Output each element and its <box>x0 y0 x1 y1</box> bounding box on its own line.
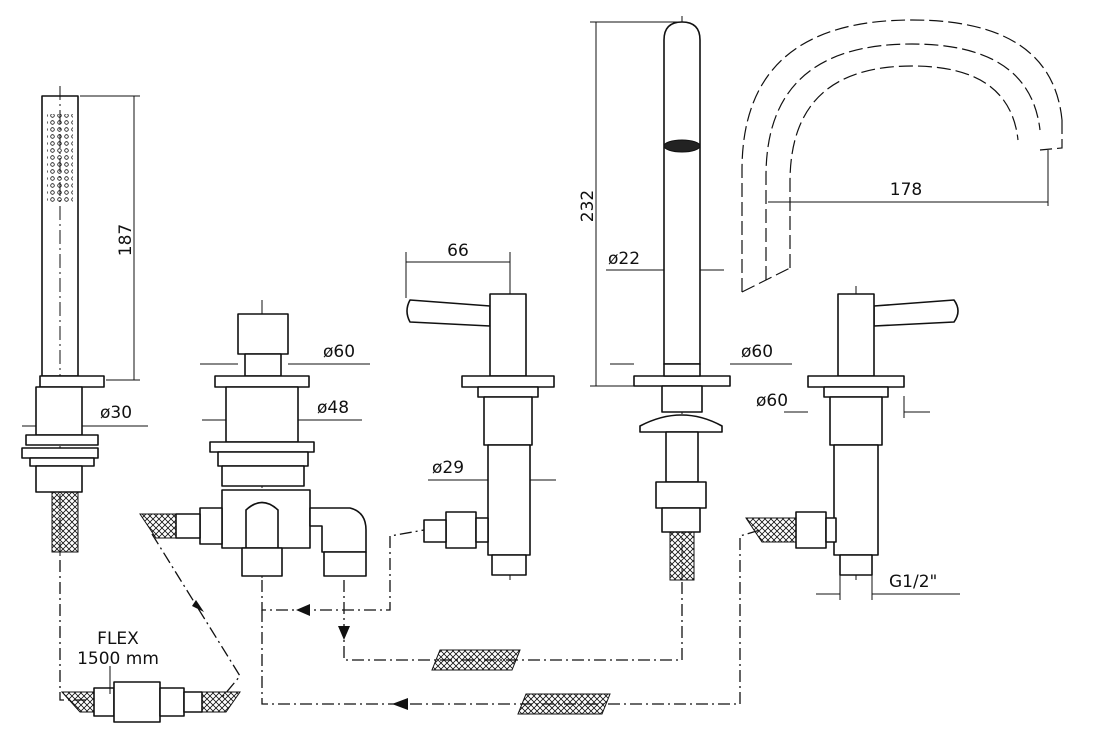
dim-spout-projection: 178 <box>768 150 1049 206</box>
label-spout-tube: ø22 <box>608 249 640 269</box>
hand-shower <box>21 86 105 560</box>
dim-hand-shower-height: 187 <box>80 95 140 381</box>
label-inlet-thread: G1/2" <box>889 572 937 592</box>
spout-swivel-outline <box>741 19 1063 293</box>
flow-arrow-1 <box>192 600 204 612</box>
dim-valve-body: ø29 <box>428 458 556 481</box>
label-diverter-body: ø48 <box>317 398 349 418</box>
dim-diverter-body: ø48 <box>202 398 362 421</box>
dim-right-valve-flange: ø60 <box>756 391 930 418</box>
diverter-body <box>139 300 367 580</box>
flow-arrow-4 <box>392 698 408 710</box>
label-right-valve-flange: ø60 <box>756 391 788 411</box>
spout <box>633 16 731 581</box>
label-spout-height: 232 <box>578 190 598 222</box>
label-valve-lever: 66 <box>447 241 469 261</box>
connection-lines <box>59 529 761 715</box>
flow-arrow-3 <box>338 626 350 640</box>
label-hand-shower-height: 187 <box>116 224 136 256</box>
label-spout-projection: 178 <box>890 180 922 200</box>
left-valve <box>406 286 555 580</box>
label-hand-shower-base: ø30 <box>100 403 132 423</box>
flex-hose <box>60 666 241 723</box>
dim-spout-tube: ø22 <box>606 249 724 271</box>
dim-valve-lever: 66 <box>405 241 511 298</box>
label-flex-type: FLEX <box>97 629 139 649</box>
label-flex-length: 1500 mm <box>77 649 159 669</box>
flow-arrow-2 <box>296 604 310 616</box>
dim-spout-flange: ø60 <box>610 342 792 365</box>
dim-hand-shower-base: ø30 <box>22 403 148 427</box>
dim-diverter-flange: ø60 <box>200 342 370 365</box>
flex-label: FLEX 1500 mm <box>77 629 159 669</box>
label-diverter-flange: ø60 <box>323 342 355 362</box>
dim-spout-height: 232 <box>578 21 680 387</box>
label-valve-body: ø29 <box>432 458 464 478</box>
right-valve <box>745 286 959 580</box>
dim-inlet-thread: G1/2" <box>816 572 960 600</box>
label-spout-flange: ø60 <box>741 342 773 362</box>
